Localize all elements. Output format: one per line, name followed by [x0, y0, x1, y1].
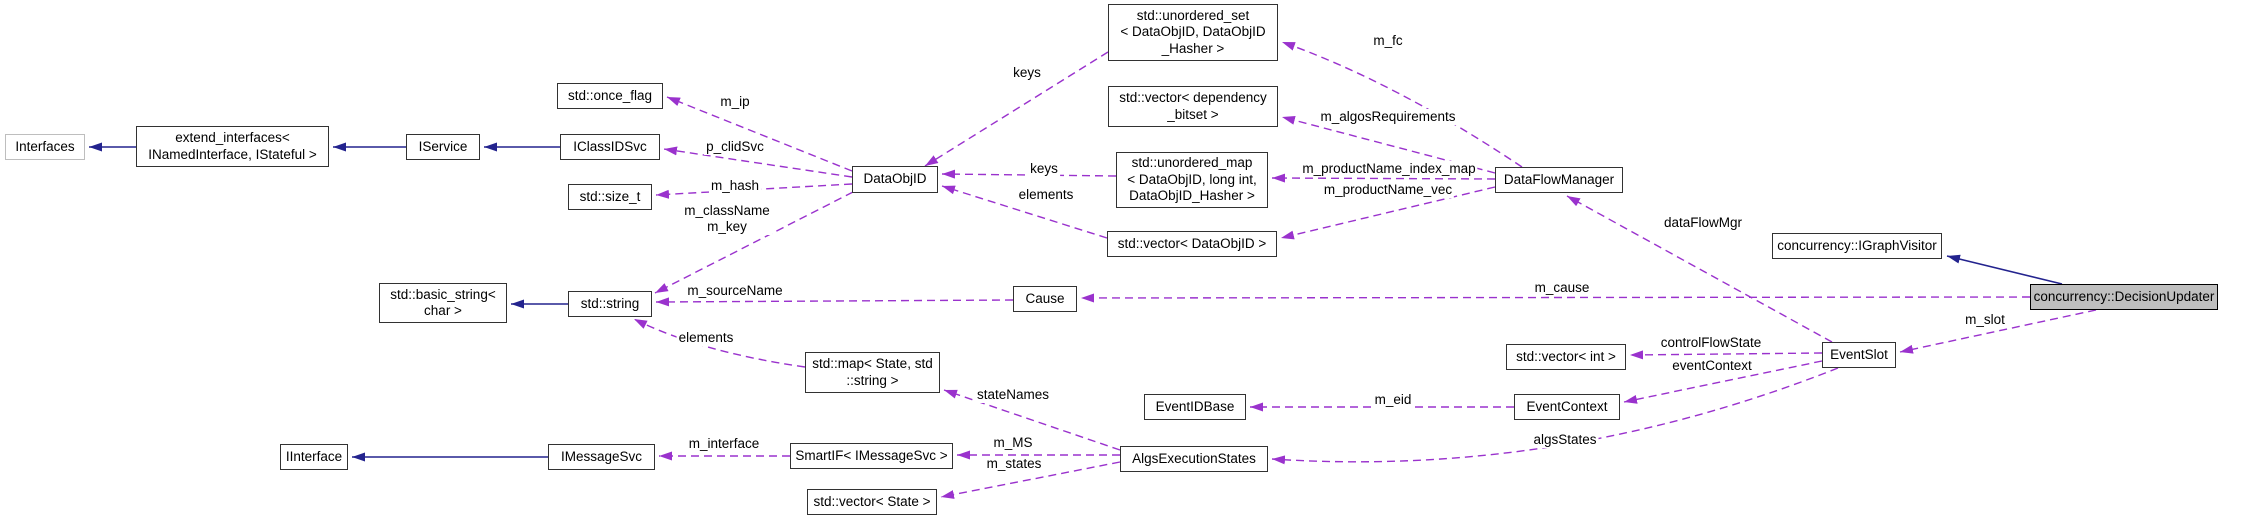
edge-m-cause — [1080, 293, 2031, 303]
node-std-vector-dependency-bitset[interactable]: std::vector< dependency _bitset > — [1108, 86, 1278, 127]
node-concurrency-igraphvisitor[interactable]: concurrency::IGraphVisitor — [1772, 233, 1942, 259]
edge-m-productname-vec — [1280, 186, 1496, 240]
node-iinterface[interactable]: IInterface — [280, 444, 348, 470]
edge-label-m-eid: m_eid — [1372, 392, 1414, 409]
edge-label-m-algosrequirements: m_algosRequirements — [1318, 109, 1458, 126]
node-dataobjid[interactable]: DataObjID — [852, 166, 938, 193]
edge-label-m-interface: m_interface — [686, 436, 762, 453]
node-concurrency-decisionupdater: concurrency::DecisionUpdater — [2030, 284, 2218, 310]
edge-label-controlflowstate: controlFlowState — [1658, 335, 1764, 352]
node-std-unordered-set[interactable]: std::unordered_set < DataObjID, DataObjI… — [1108, 4, 1278, 61]
node-eventslot[interactable]: EventSlot — [1822, 342, 1896, 368]
edge-label-statenames: stateNames — [974, 387, 1052, 404]
edge-statenames — [943, 389, 1121, 451]
edge-label-eventcontext: eventContext — [1670, 358, 1754, 375]
node-iservice[interactable]: IService — [406, 134, 480, 160]
edge-m-classname-m-key — [654, 191, 854, 294]
edge-label-m-slot: m_slot — [1963, 312, 2007, 329]
edge-label-m-cause: m_cause — [1532, 280, 1592, 297]
edge-m-fc — [1281, 41, 1523, 168]
edge-label-m-states: m_states — [984, 456, 1044, 473]
edge-label-elements-vector: elements — [1016, 187, 1076, 204]
edge-label-m-sourcename: m_sourceName — [685, 283, 785, 300]
edge-label-keys-set: keys — [1011, 65, 1043, 82]
edge-eventcontext — [1623, 360, 1823, 404]
node-imessagesvc[interactable]: IMessageSvc — [548, 444, 655, 470]
edge-m-productname-index-map — [1271, 173, 1496, 183]
edge-label-m-hash: m_hash — [708, 178, 762, 195]
edge-keys-set — [924, 51, 1109, 167]
edge-label-m-ip: m_ip — [718, 94, 752, 111]
edge-m-sourcename — [655, 297, 1014, 307]
node-smartif-imessagesvc[interactable]: SmartIF< IMessageSvc > — [790, 443, 953, 469]
edge-label-p-clidsvc: p_clidSvc — [704, 139, 766, 156]
edge-label-keys-map: keys — [1028, 161, 1060, 178]
edge-elements-vector — [941, 185, 1108, 239]
edge-label-m-productname-index-map: m_productName_index_map — [1300, 161, 1478, 178]
edge-m-states — [940, 461, 1121, 499]
node-std-string[interactable]: std::string — [568, 291, 652, 317]
edge-m-algosrequirements — [1281, 115, 1496, 174]
node-algsexecutionstates[interactable]: AlgsExecutionStates — [1120, 446, 1268, 472]
edge-label-algsstates: algsStates — [1531, 432, 1599, 449]
edge-keys-map — [941, 169, 1117, 179]
node-interfaces[interactable]: Interfaces — [5, 134, 85, 160]
node-std-unordered-map[interactable]: std::unordered_map < DataObjID, long int… — [1116, 152, 1268, 208]
node-std-map-state-string[interactable]: std::map< State, std ::string > — [805, 352, 940, 393]
node-std-size-t[interactable]: std::size_t — [568, 184, 652, 210]
node-dataflowmanager[interactable]: DataFlowManager — [1495, 167, 1623, 193]
node-cause[interactable]: Cause — [1013, 286, 1077, 312]
edge-m-ip — [666, 96, 853, 172]
edge-label-m-classname-m-key: m_className m_key — [682, 203, 772, 236]
node-iclassidsvc[interactable]: IClassIDSvc — [560, 134, 660, 160]
edge-label-m-productname-vec: m_productName_vec — [1321, 182, 1455, 199]
edge-label-elements-map: elements — [676, 330, 736, 347]
node-extend-interfaces[interactable]: extend_interfaces< INamedInterface, ISta… — [136, 126, 329, 167]
edge-controlflowstate — [1629, 350, 1823, 360]
node-std-vector-int[interactable]: std::vector< int > — [1506, 344, 1626, 370]
edge-label-m-ms: m_MS — [991, 435, 1035, 452]
edge-p-clidsvc — [663, 146, 853, 178]
edge-dataflowmgr — [1566, 195, 1833, 343]
node-eventidbase[interactable]: EventIDBase — [1144, 394, 1246, 420]
edge-label-m-fc: m_fc — [1371, 33, 1405, 50]
node-std-vector-dataobjid[interactable]: std::vector< DataObjID > — [1107, 231, 1277, 257]
edge-m-slot — [1899, 309, 2097, 354]
node-std-vector-state[interactable]: std::vector< State > — [807, 489, 937, 515]
node-std-once-flag[interactable]: std::once_flag — [557, 83, 663, 109]
edge-elements-map — [633, 318, 806, 368]
node-std-basic-string[interactable]: std::basic_string< char > — [379, 283, 507, 323]
edge-decisionupdater-to-igraphvisitor — [1946, 254, 2063, 285]
edge-label-dataflowmgr: dataFlowMgr — [1661, 215, 1745, 232]
node-eventcontext[interactable]: EventContext — [1514, 394, 1620, 420]
